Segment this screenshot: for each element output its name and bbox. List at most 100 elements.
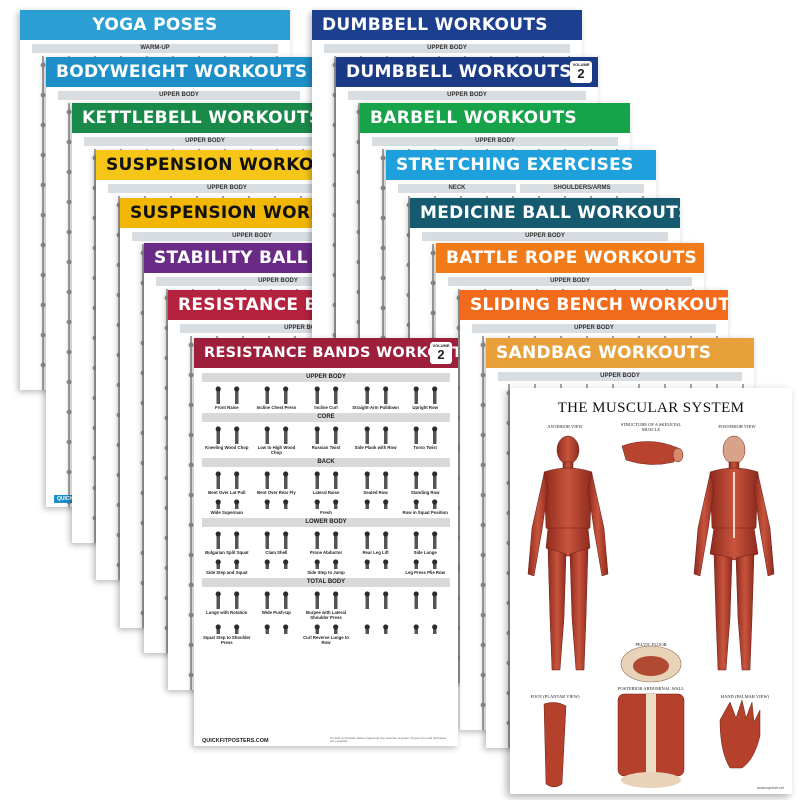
poster-title: BATTLE ROPE WORKOUTS [436, 243, 704, 273]
poster-title: STRETCHING EXERCISES [386, 150, 656, 180]
exercise-label: Torso Twist [413, 445, 437, 450]
exercise-item [400, 589, 450, 620]
exercise-figure [303, 529, 348, 549]
exercise-item: Prone Abductor [301, 529, 351, 555]
exercise-label: Rear Leg Lift [362, 550, 389, 555]
exercise-figure [204, 384, 249, 404]
exercise-sections: UPPER BODY Front Raise Incline Chest Press… [202, 370, 450, 740]
exercise-label: Side Lunge [413, 550, 437, 555]
exercise-item: Bent Over Lat Pull [202, 469, 252, 495]
section-heading: TOTAL BODY [202, 578, 450, 587]
exercise-label: Low to High Wood Chop [257, 445, 296, 455]
exercise-item: Lunge with Rotation [202, 589, 252, 620]
exercise-item [351, 589, 401, 620]
poster-subhead-2: SHOULDERS/ARMS [520, 184, 644, 193]
pelvic-floor-diagram [620, 645, 682, 683]
exercise-figure [204, 622, 249, 634]
exercise-item: Squat Step to Shoulder Press [202, 622, 252, 645]
exercise-label: Upright Row [412, 405, 438, 410]
exercise-row: Front Raise Incline Chest Press Incline Cu… [202, 384, 450, 410]
exercise-label: Front Raise [214, 405, 239, 410]
exercise-item [252, 557, 302, 575]
section-heading: UPPER BODY [202, 373, 450, 382]
exercise-label: Seated Row [363, 490, 388, 495]
exercise-row: Squat Step to Shoulder Press Curl Reverse… [202, 622, 450, 645]
exercise-item: Leg Press Plie Row [400, 557, 450, 575]
exercise-figure [254, 497, 299, 509]
exercise-figure [403, 469, 448, 489]
exercise-label: Side Step and Squat [206, 570, 248, 575]
exercise-label: Wide Push-Up [261, 610, 291, 615]
exercise-label: Squat Step to Shoulder Press [203, 635, 251, 645]
exercise-item: Wide Superman [202, 497, 252, 515]
exercise-figure [353, 529, 398, 549]
poster-subhead: UPPER BODY [132, 232, 372, 241]
exercise-item: Incline Chest Press [252, 384, 302, 410]
exercise-label: Russian Twist [311, 445, 341, 450]
poster-subhead: UPPER BODY [472, 324, 716, 333]
exercise-figure [353, 469, 398, 489]
exercise-figure [204, 529, 249, 549]
exercise-item: Rear Leg Lift [351, 529, 401, 555]
exercise-figure [204, 469, 249, 489]
poster-subhead: UPPER BODY [324, 44, 570, 53]
poster-title: SANDBAG WORKOUTS [486, 338, 754, 368]
poster-title: SLIDING BENCH WORKOUTS [460, 290, 728, 320]
exercise-label: Side Plank with Row [354, 445, 397, 450]
exercise-figure [353, 497, 398, 509]
poster-subhead: UPPER BODY [58, 91, 300, 100]
exercise-item: Bulgarian Split Squat [202, 529, 252, 555]
exercise-item: Low to High Wood Chop [252, 424, 302, 455]
poster-subhead: UPPER BODY [422, 232, 668, 241]
exercise-item [400, 622, 450, 645]
exercise-figure [303, 384, 348, 404]
exercise-label: Prone Abductor [309, 550, 343, 555]
exercise-label: Lunge with Rotation [206, 610, 248, 615]
exercise-figure [204, 557, 249, 569]
poster-title: RESISTANCE BANDS WORKOUTS [194, 338, 458, 368]
anterior-figure [527, 435, 609, 671]
brand-footer: QUICKFITPOSTERS.COM [202, 738, 269, 744]
section-heading: BACK [202, 458, 450, 467]
exercise-figure [403, 384, 448, 404]
structure-label: STRUCTURE OF A SKELETAL MUSCLE [620, 422, 682, 432]
exercise-item: Bent Over Rear Fly [252, 469, 302, 495]
anatomy-illustration [527, 435, 775, 788]
exercise-item [351, 622, 401, 645]
exercise-item: Curl Reverse Lunge to Row [301, 622, 351, 645]
hand-diagram [719, 699, 761, 769]
exercise-item: Standing Row [400, 469, 450, 495]
poster-title: MEDICINE BALL WORKOUTS [410, 198, 680, 228]
exercise-figure [403, 529, 448, 549]
exercise-figure [303, 497, 348, 509]
exercise-figure [254, 622, 299, 634]
exercise-label: Lateral Raise [312, 490, 340, 495]
exercise-label: Bulgarian Split Squat [205, 550, 249, 555]
exercise-figure [303, 622, 348, 634]
pelvic-floor-label: PELVIC FLOOR [635, 642, 667, 647]
poster-title: YOGA POSES [20, 10, 290, 40]
exercise-figure [204, 589, 249, 609]
foot-diagram [543, 702, 567, 788]
hand-view-label: HAND (PALMAR VIEW) [720, 694, 770, 699]
exercise-item: Incline Curl [301, 384, 351, 410]
exercise-figure [303, 424, 348, 444]
abdominal-wall-diagram [617, 693, 685, 788]
exercise-label: Incline Curl [314, 405, 338, 410]
exercise-label: Burpee with Lateral Shoulder Press [306, 610, 346, 620]
exercise-figure [254, 469, 299, 489]
poster-subhead: UPPER BODY [84, 137, 326, 146]
exercise-item: Clam Shell [252, 529, 302, 555]
exercise-item: Side Step to Jump [301, 557, 351, 575]
poster-subhead: UPPER BODY [448, 277, 692, 286]
exercise-figure [254, 557, 299, 569]
exercise-item: Upright Row [400, 384, 450, 410]
poster-title: DUMBBELL WORKOUTS [312, 10, 582, 40]
exercise-label: Incline Chest Press [256, 405, 297, 410]
exercise-figure [254, 384, 299, 404]
